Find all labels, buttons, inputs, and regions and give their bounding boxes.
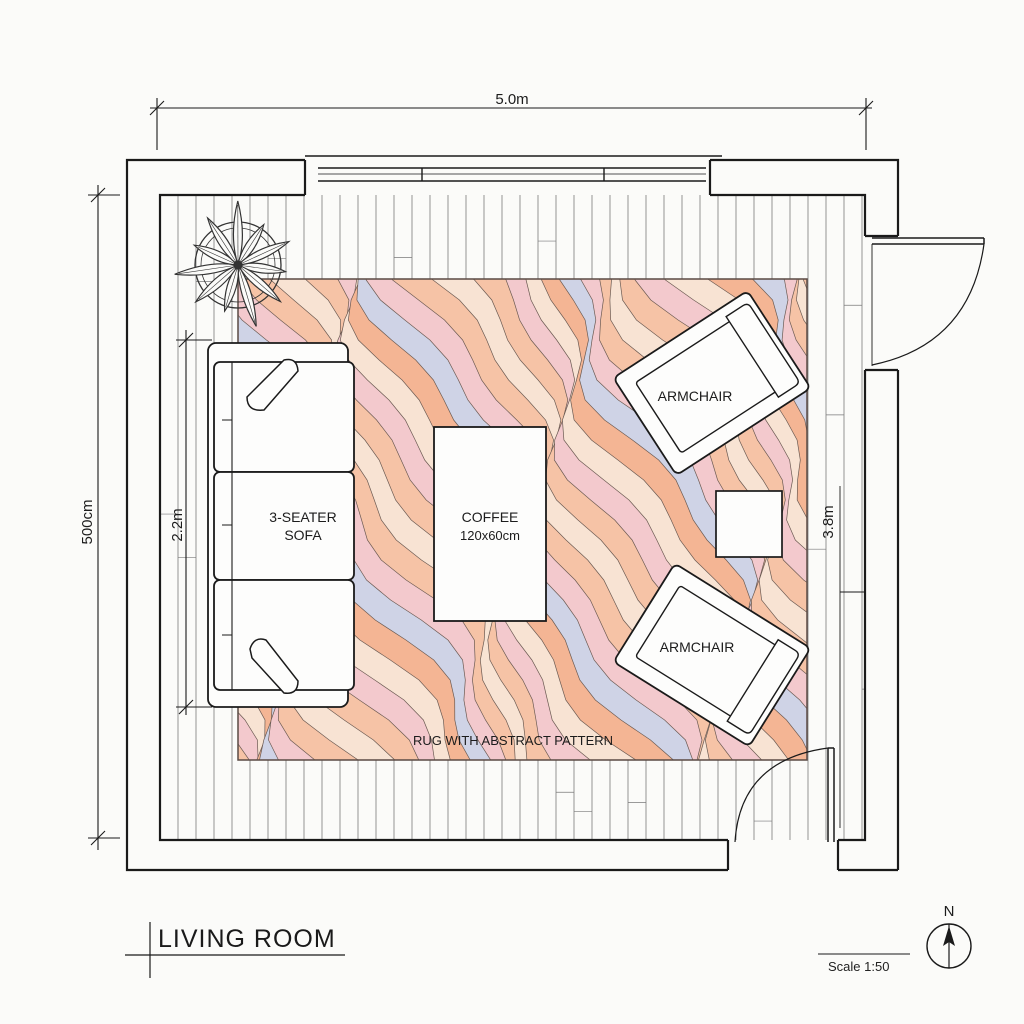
armchair-top [614, 292, 810, 474]
north-arrow-icon [926, 923, 972, 969]
sofa [207, 342, 355, 708]
sofa-cushion-bottom [249, 638, 299, 694]
right-door [871, 237, 985, 366]
armchair-top-label: ARMCHAIR [658, 388, 733, 404]
sofa-label-line2: SOFA [284, 527, 322, 543]
dimension-right-height: 3.8m [820, 505, 837, 538]
coffee-table [433, 426, 547, 622]
armchair-bottom-label: ARMCHAIR [660, 639, 735, 655]
dimension-lines [88, 98, 874, 850]
rug-label: RUG WITH ABSTRACT PATTERN [413, 733, 613, 748]
dimension-left-height: 500cm [79, 499, 96, 544]
walls [125, 158, 900, 872]
sofa-cushion-top [246, 358, 299, 411]
coffee-table-label: COFFEE [462, 509, 519, 525]
sofa-label: 3-SEATER [269, 509, 336, 525]
title-block [125, 922, 345, 978]
page-title: LIVING ROOM [158, 925, 336, 953]
dimension-top-width: 5.0m [495, 91, 528, 108]
coffee-table-size-label: 120x60cm [460, 528, 520, 543]
plant [174, 200, 291, 327]
dimension-sofa-length: 2.2m [169, 508, 186, 541]
side-table [715, 490, 783, 558]
window [305, 155, 722, 182]
scale-label: Scale 1:50 [828, 959, 889, 974]
armchair-bottom [614, 564, 810, 746]
north-label: N [944, 903, 955, 920]
bottom-door [734, 747, 835, 843]
